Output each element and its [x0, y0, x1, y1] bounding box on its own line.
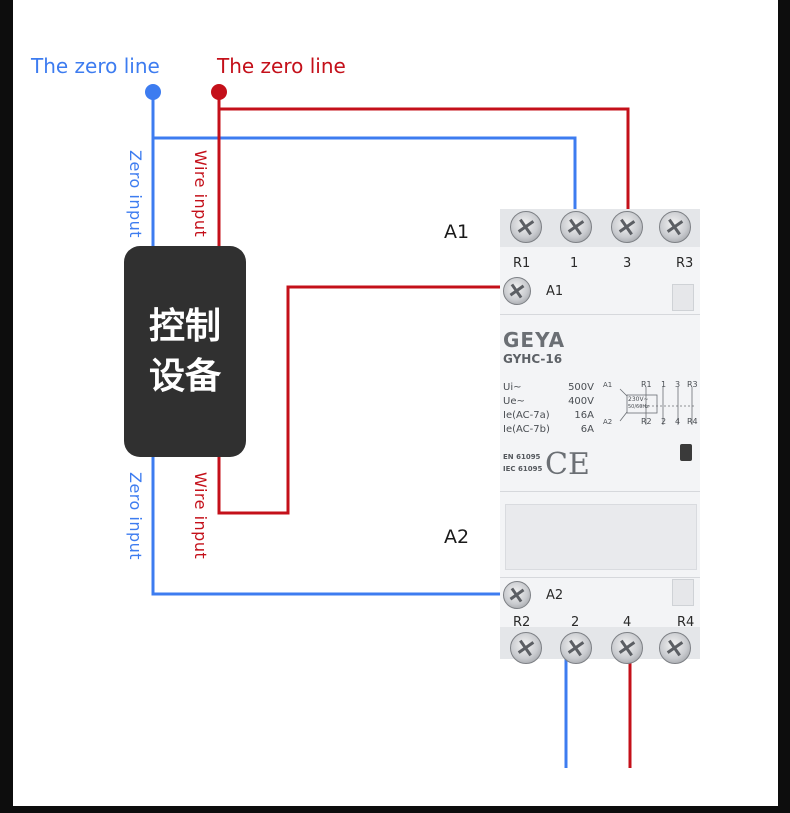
spec-key: Ie(AC-7b) [503, 424, 550, 435]
schematic-top-r1: R1 [641, 380, 652, 389]
screw-icon [611, 211, 643, 243]
schematic-a2: A2 [603, 418, 613, 426]
screw-icon [560, 211, 592, 243]
screw-icon [510, 211, 542, 243]
spec-value: 16A [574, 410, 594, 421]
coil-lead-bottom [619, 411, 628, 422]
frame-bottom-border [0, 806, 790, 813]
blue-line-dot [145, 84, 161, 100]
schematic-coil-rating-1: 230V~ [628, 396, 649, 403]
a2-terminal-label: A2 [546, 588, 564, 603]
screw-icon [659, 632, 691, 664]
ce-mark: CE [545, 447, 590, 482]
terminal-label-r3: R3 [676, 256, 694, 271]
a2-side-label: A2 [444, 526, 470, 548]
terminal-label-r4: R4 [677, 615, 695, 630]
coil-rating-box [626, 394, 658, 414]
model-number: GYHC-16 [503, 352, 563, 366]
spec-key: Ue~ [503, 396, 525, 407]
spec-value: 500V [568, 382, 594, 393]
spec-key: Ui~ [503, 382, 522, 393]
schematic-coil-rating-2: 50/60Hz [628, 404, 649, 410]
red-line-dot [211, 84, 227, 100]
frame-left-border [0, 0, 13, 813]
internal-schematic [619, 387, 695, 425]
a1-terminal-label: A1 [546, 284, 564, 299]
brand-logo: GEYA [503, 328, 566, 352]
wire-input-label-top: Wire input [191, 150, 210, 238]
blue-wire-to-a2 [151, 457, 515, 596]
a1-screw-icon [503, 277, 531, 305]
control-device-line1: 控制 [148, 305, 221, 347]
schematic-top-3: 3 [675, 380, 681, 389]
cover-recess [505, 504, 697, 570]
schematic-top-1: 1 [661, 380, 667, 389]
screw-icon [659, 211, 691, 243]
terminal-label-2: 2 [571, 615, 580, 630]
panel-separator [500, 491, 700, 492]
zero-input-label-top: Zero input [126, 150, 145, 239]
standard-iec: IEC 61095 [503, 465, 543, 473]
schematic-a1: A1 [603, 381, 613, 389]
terminal-label-1: 1 [570, 256, 579, 271]
coil-lead-top [619, 388, 628, 397]
blue-wire-top-to-terminal-1 [151, 92, 577, 226]
zero-input-label-bottom: Zero input [126, 472, 145, 561]
control-device-line2: 设备 [148, 355, 221, 397]
spec-value: 400V [568, 396, 594, 407]
terminal-label-r1: R1 [513, 256, 531, 271]
zero-line-label-blue: The zero line [31, 54, 160, 78]
wire-input-label-bottom: Wire input [191, 472, 210, 560]
terminal-label-4: 4 [623, 615, 632, 630]
a2-screw-icon [503, 581, 531, 609]
a1-side-label: A1 [444, 221, 470, 243]
spec-key: Ie(AC-7a) [503, 410, 550, 421]
manual-override-button[interactable] [680, 444, 692, 461]
indicator-window-top [672, 284, 694, 311]
terminal-label-r2: R2 [513, 615, 531, 630]
standard-en: EN 61095 [503, 453, 541, 461]
control-device-box: 控制 设备 [124, 246, 246, 457]
red-wire-top-to-terminal-3 [217, 92, 630, 226]
schematic-bottom-r2: R2 [641, 417, 652, 426]
screw-icon [560, 632, 592, 664]
red-wire-to-a1 [217, 285, 515, 515]
frame-right-border [778, 0, 790, 813]
screw-icon [510, 632, 542, 664]
panel-separator [500, 314, 700, 315]
terminal-label-3: 3 [623, 256, 632, 271]
panel-separator [500, 577, 700, 578]
schematic-bottom-2: 2 [661, 417, 667, 426]
contactor-device: R1 1 3 R3 A1 GEYA GYHC-16 Ui~ 500V Ue~ 4… [500, 209, 700, 664]
spec-value: 6A [580, 424, 594, 435]
schematic-bottom-r4: R4 [687, 417, 698, 426]
schematic-top-r3: R3 [687, 380, 698, 389]
device-body [500, 247, 700, 659]
zero-line-label-red: The zero line [217, 54, 346, 78]
screw-icon [611, 632, 643, 664]
indicator-window-bottom [672, 579, 694, 606]
schematic-bottom-4: 4 [675, 417, 681, 426]
